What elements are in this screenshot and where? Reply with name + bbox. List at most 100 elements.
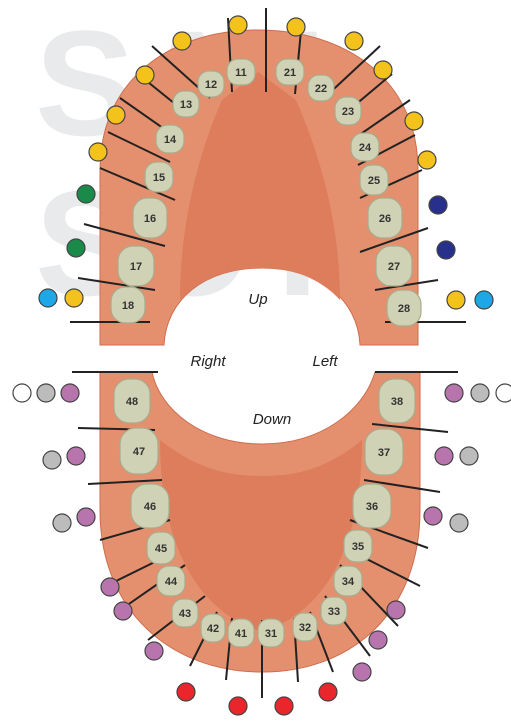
indicator-dot-purple (113, 601, 133, 621)
indicator-dot-yellow (228, 15, 248, 35)
tooth-number: 47 (133, 446, 145, 458)
indicator-dot-red (176, 682, 196, 702)
divider-line (374, 279, 439, 291)
indicator-dot-purple (444, 383, 464, 403)
indicator-dot-red (228, 696, 248, 716)
upper-palate (180, 72, 340, 300)
indicator-dot-purple (66, 446, 86, 466)
tooth-shape (172, 90, 200, 118)
tooth-36: 36 (352, 483, 392, 529)
label-down: Down (253, 411, 291, 428)
indicator-dot-yellow (64, 288, 84, 308)
divider-line (359, 227, 429, 253)
tooth-35: 35 (343, 529, 373, 563)
indicator-dot-yellow (417, 150, 437, 170)
tooth-shape (113, 378, 151, 424)
tooth-number: 17 (130, 261, 142, 273)
indicator-dot-purple (368, 630, 388, 650)
tooth-number: 12 (205, 79, 217, 91)
indicator-dot-purple (60, 383, 80, 403)
tooth-shape (333, 565, 363, 597)
indicator-dot-purple (423, 506, 443, 526)
indicator-dot-purple (100, 577, 120, 597)
tooth-31: 31 (257, 618, 285, 648)
tooth-21: 21 (275, 58, 305, 86)
tooth-33: 33 (320, 596, 348, 626)
indicator-dot-red (318, 682, 338, 702)
indicator-dot-yellow (344, 31, 364, 51)
tooth-number: 38 (391, 396, 403, 408)
tooth-18: 18 (110, 286, 146, 324)
tooth-number: 16 (144, 213, 156, 225)
indicator-dot-yellow (286, 17, 306, 37)
indicator-dot-yellow (172, 31, 192, 51)
indicator-dot-green (76, 184, 96, 204)
indicator-dot-gray (36, 383, 56, 403)
tooth-number: 21 (284, 67, 296, 79)
indicator-dot-red (274, 696, 294, 716)
tooth-48: 48 (113, 378, 151, 424)
tooth-shape (119, 427, 159, 475)
tooth-42: 42 (200, 613, 226, 643)
tooth-number: 44 (165, 576, 178, 588)
indicator-dot-green (66, 238, 86, 258)
tooth-shape (132, 197, 168, 239)
tooth-number: 18 (122, 300, 134, 312)
indicator-dot-purple (144, 641, 164, 661)
indicator-dot-yellow (88, 142, 108, 162)
tooth-27: 27 (375, 245, 413, 287)
tooth-shape (359, 164, 389, 196)
tooth-shape (227, 618, 255, 648)
indicator-dot-cyan (38, 288, 58, 308)
indicator-dot-gray (449, 513, 469, 533)
divider-line (87, 479, 163, 485)
indicator-dot-navy (428, 195, 448, 215)
tooth-shape (375, 245, 413, 287)
indicator-dot-purple (76, 507, 96, 527)
tooth-shape (226, 58, 256, 86)
tooth-shape (320, 596, 348, 626)
tooth-41: 41 (227, 618, 255, 648)
tooth-number: 35 (352, 541, 364, 553)
tooth-46: 46 (130, 483, 170, 529)
indicator-dot-yellow (135, 65, 155, 85)
lower-mouth-floor (160, 440, 362, 632)
indicator-dots (12, 15, 511, 716)
label-right: Right (190, 353, 226, 370)
tooth-16: 16 (132, 197, 168, 239)
tooth-shape (343, 529, 373, 563)
tooth-number: 31 (265, 628, 277, 640)
tooth-shape (110, 286, 146, 324)
tooth-number: 46 (144, 501, 156, 513)
tooth-shape (197, 70, 225, 98)
tooth-34: 34 (333, 565, 363, 597)
indicator-dot-purple (386, 600, 406, 620)
tooth-number: 37 (378, 447, 390, 459)
tooth-43: 43 (171, 598, 199, 628)
tooth-shape (386, 289, 422, 327)
tooth-shape (292, 612, 318, 642)
tooth-number: 48 (126, 396, 138, 408)
indicator-dot-gray (52, 513, 72, 533)
tooth-number: 41 (235, 628, 247, 640)
divider-line (99, 167, 176, 201)
tooth-17: 17 (117, 245, 155, 287)
tooth-shape (156, 565, 186, 597)
tooth-number: 28 (398, 303, 410, 315)
indicator-dot-purple (352, 662, 372, 682)
indicator-dot-navy (436, 240, 456, 260)
tooth-shape (130, 483, 170, 529)
tooth-shape (364, 428, 404, 476)
tooth-47: 47 (119, 427, 159, 475)
indicator-dot-gray (470, 383, 490, 403)
tooth-shape (334, 96, 362, 126)
tooth-shape (257, 618, 285, 648)
indicator-dot-white (495, 383, 511, 403)
tooth-15: 15 (144, 161, 174, 193)
indicator-dot-white (12, 383, 32, 403)
indicator-dot-purple (434, 446, 454, 466)
tooth-number: 45 (155, 543, 167, 555)
tooth-shape (117, 245, 155, 287)
